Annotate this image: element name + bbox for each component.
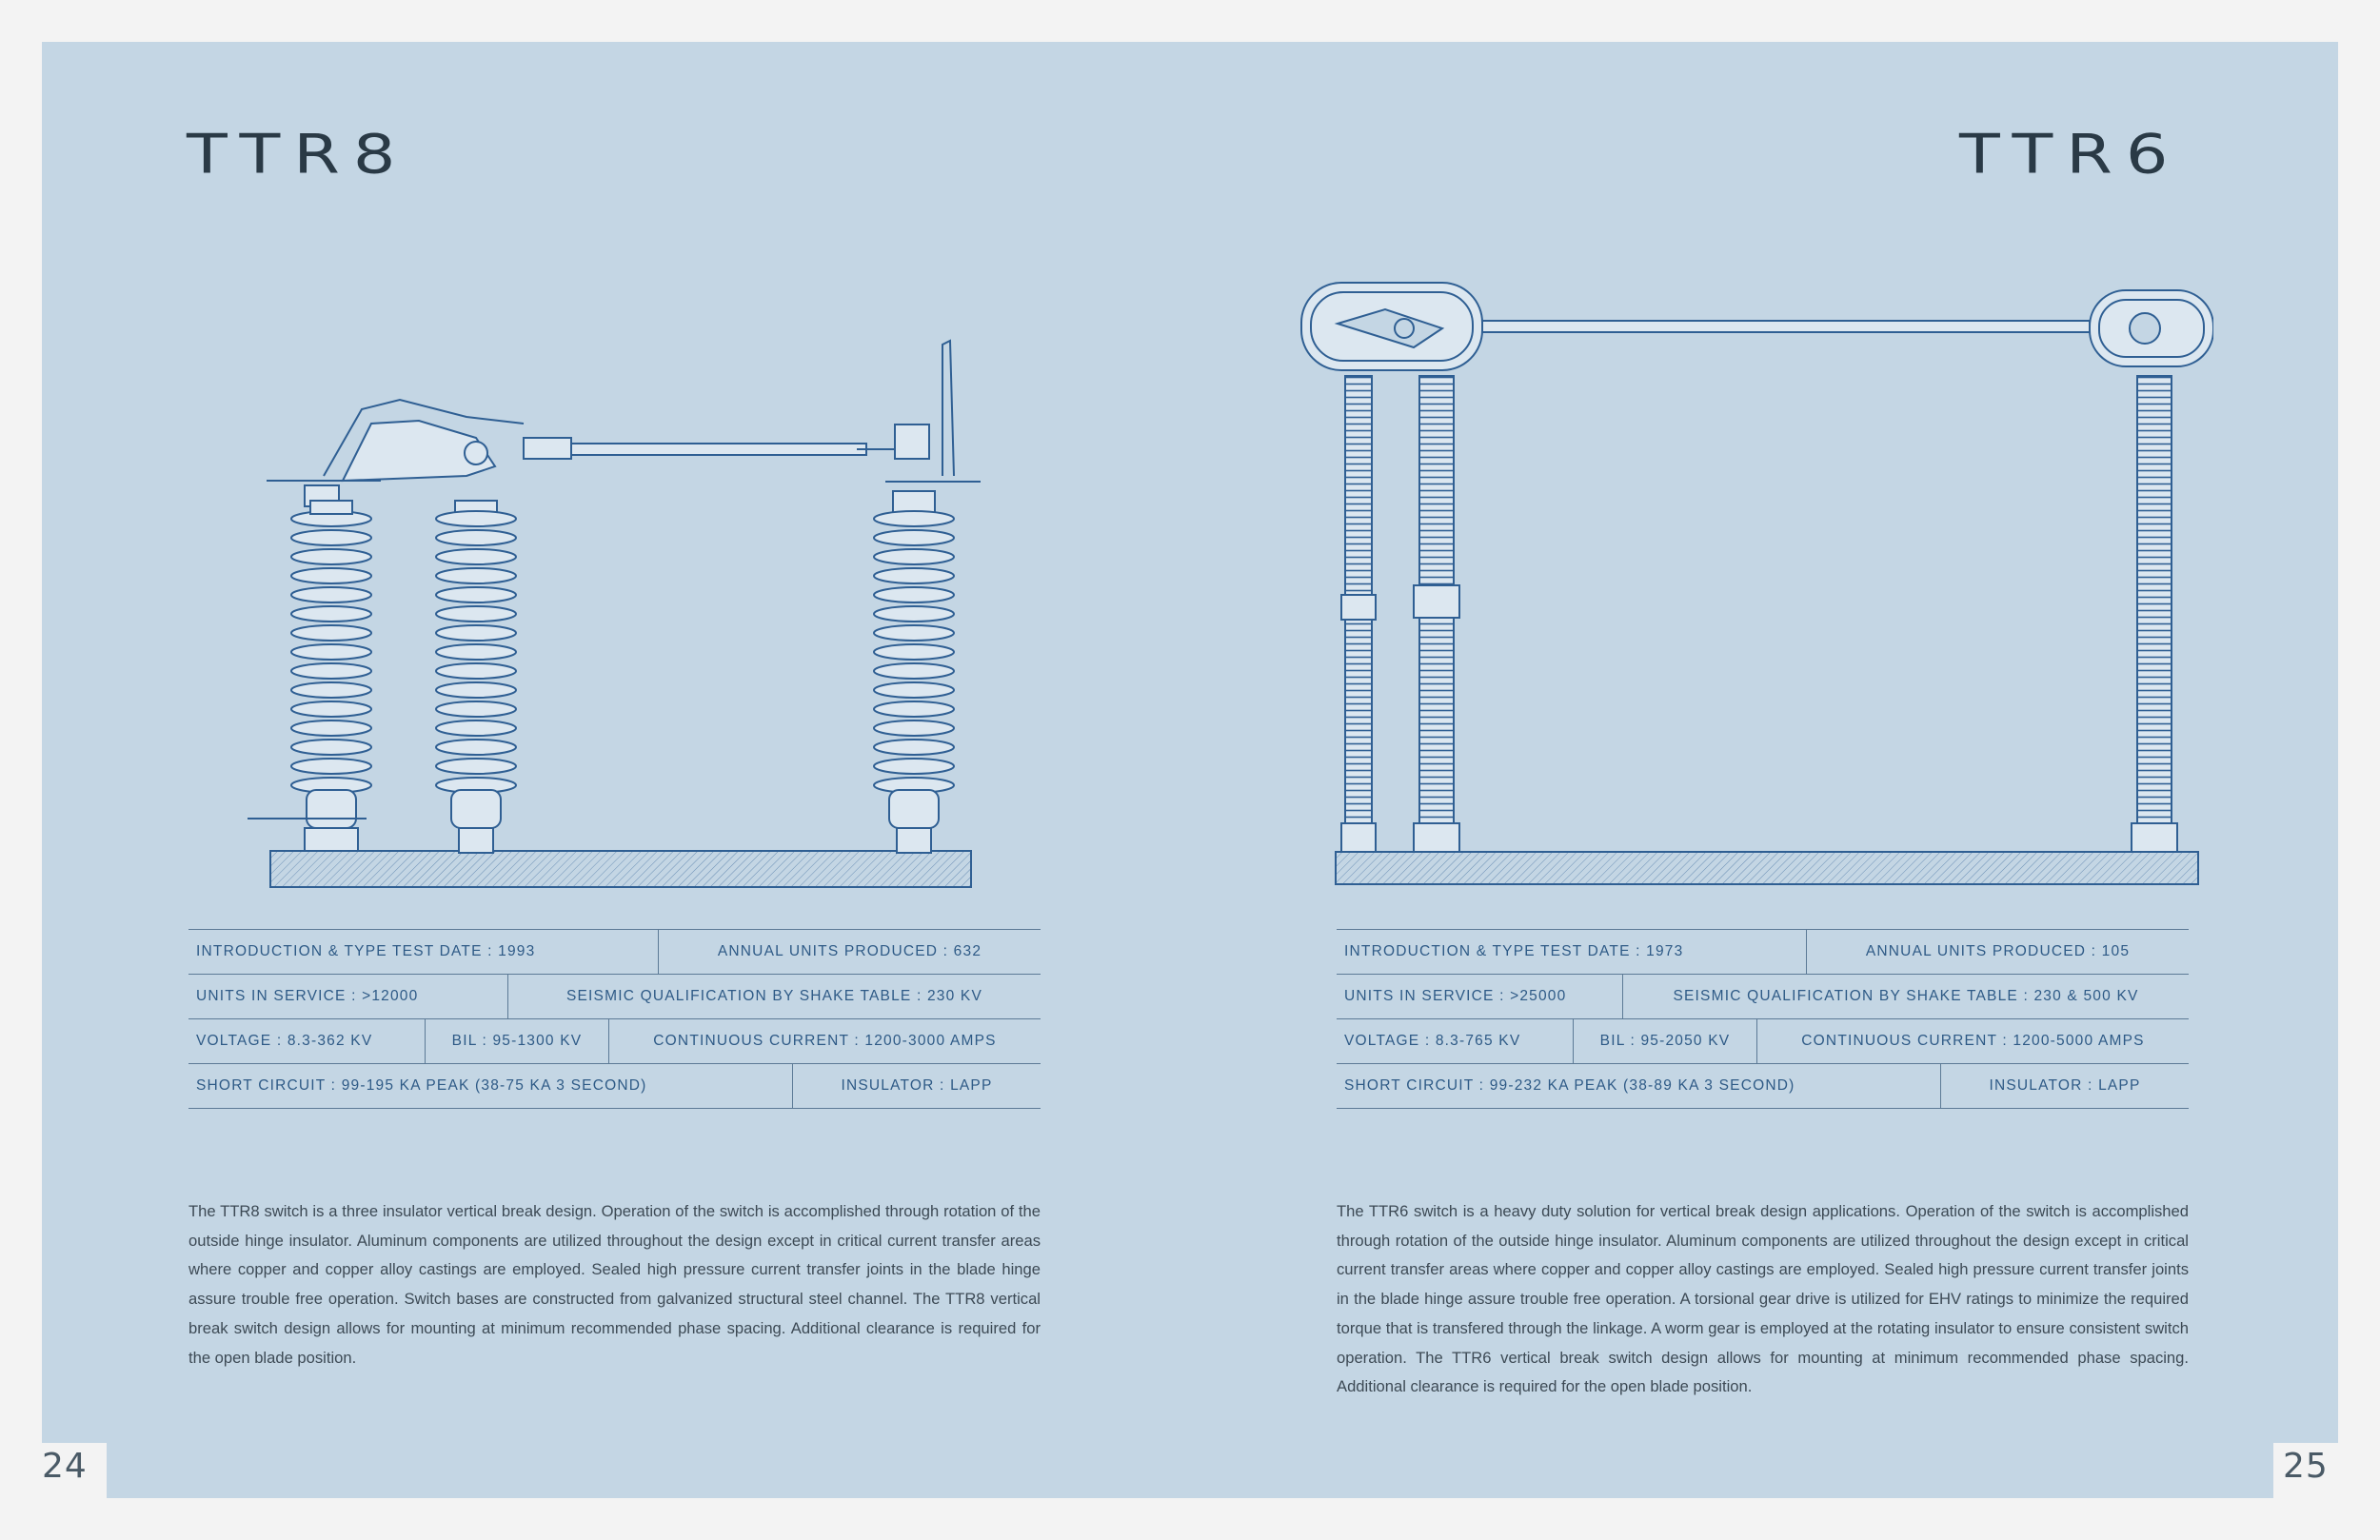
spec-voltage: VOLTAGE : 8.3-765 kV (1344, 1033, 1521, 1049)
spec-bil: BIL : 95-1300 kV (425, 1019, 608, 1063)
spec-insulator: INSULATOR : LAPP (792, 1064, 1041, 1108)
spec-short-circuit: SHORT CIRCUIT : 99-195 kA PEAK (38-75 kA… (196, 1077, 647, 1094)
spec-units-in-service: UNITS IN SERVICE : >25000 (1344, 988, 1567, 1004)
ttr8-spec-table: INTRODUCTION & TYPE TEST DATE : 1993 ANN… (188, 929, 1041, 1109)
ttr6-switch-illustration (1300, 282, 2213, 885)
spec-row: VOLTAGE : 8.3-765 kV BIL : 95-2050 kV CO… (1337, 1018, 2189, 1063)
ttr8-description: The TTR8 switch is a three insulator ver… (188, 1202, 1041, 1367)
spec-row: UNITS IN SERVICE : >25000 SEISMIC QUALIF… (1337, 974, 2189, 1018)
product-title-ttr8: TTR8 (187, 122, 409, 187)
spec-intro-date: INTRODUCTION & TYPE TEST DATE : 1993 (196, 943, 536, 959)
ttr6-description: The TTR6 switch is a heavy duty solution… (1337, 1202, 2189, 1396)
spec-row: INTRODUCTION & TYPE TEST DATE : 1993 ANN… (188, 929, 1041, 974)
catalog-spread (42, 42, 2338, 1498)
page-number-tab-right (2273, 1443, 2338, 1498)
spec-row: UNITS IN SERVICE : >12000 SEISMIC QUALIF… (188, 974, 1041, 1018)
spec-row: SHORT CIRCUIT : 99-195 kA PEAK (38-75 kA… (188, 1063, 1041, 1109)
spec-seismic: SEISMIC QUALIFICATION BY SHAKE TABLE : 2… (507, 975, 1041, 1018)
spec-row: SHORT CIRCUIT : 99-232 kA PEAK (38-89 kA… (1337, 1063, 2189, 1109)
spec-voltage: VOLTAGE : 8.3-362 kV (196, 1033, 373, 1049)
spec-intro-date: INTRODUCTION & TYPE TEST DATE : 1973 (1344, 943, 1684, 959)
spec-short-circuit: SHORT CIRCUIT : 99-232 kA PEAK (38-89 kA… (1344, 1077, 1795, 1094)
page-number-left: 24 (42, 1447, 88, 1486)
spec-continuous-current: CONTINUOUS CURRENT : 1200-5000 AMPS (1756, 1019, 2189, 1063)
spec-continuous-current: CONTINUOUS CURRENT : 1200-3000 AMPS (608, 1019, 1041, 1063)
spec-insulator: INSULATOR : LAPP (1940, 1064, 2189, 1108)
spec-seismic: SEISMIC QUALIFICATION BY SHAKE TABLE : 2… (1622, 975, 2189, 1018)
spec-annual-units: ANNUAL UNITS PRODUCED : 632 (658, 930, 1041, 974)
spec-units-in-service: UNITS IN SERVICE : >12000 (196, 988, 419, 1004)
spec-bil: BIL : 95-2050 kV (1573, 1019, 1756, 1063)
ttr8-switch-illustration (248, 339, 981, 888)
page-number-tab-left (42, 1443, 107, 1498)
spec-row: INTRODUCTION & TYPE TEST DATE : 1973 ANN… (1337, 929, 2189, 974)
product-title-ttr6: TTR6 (1959, 122, 2182, 187)
spec-row: VOLTAGE : 8.3-362 kV BIL : 95-1300 kV CO… (188, 1018, 1041, 1063)
ttr6-spec-table: INTRODUCTION & TYPE TEST DATE : 1973 ANN… (1337, 929, 2189, 1109)
spec-annual-units: ANNUAL UNITS PRODUCED : 105 (1806, 930, 2189, 974)
page-number-right: 25 (2283, 1447, 2329, 1486)
